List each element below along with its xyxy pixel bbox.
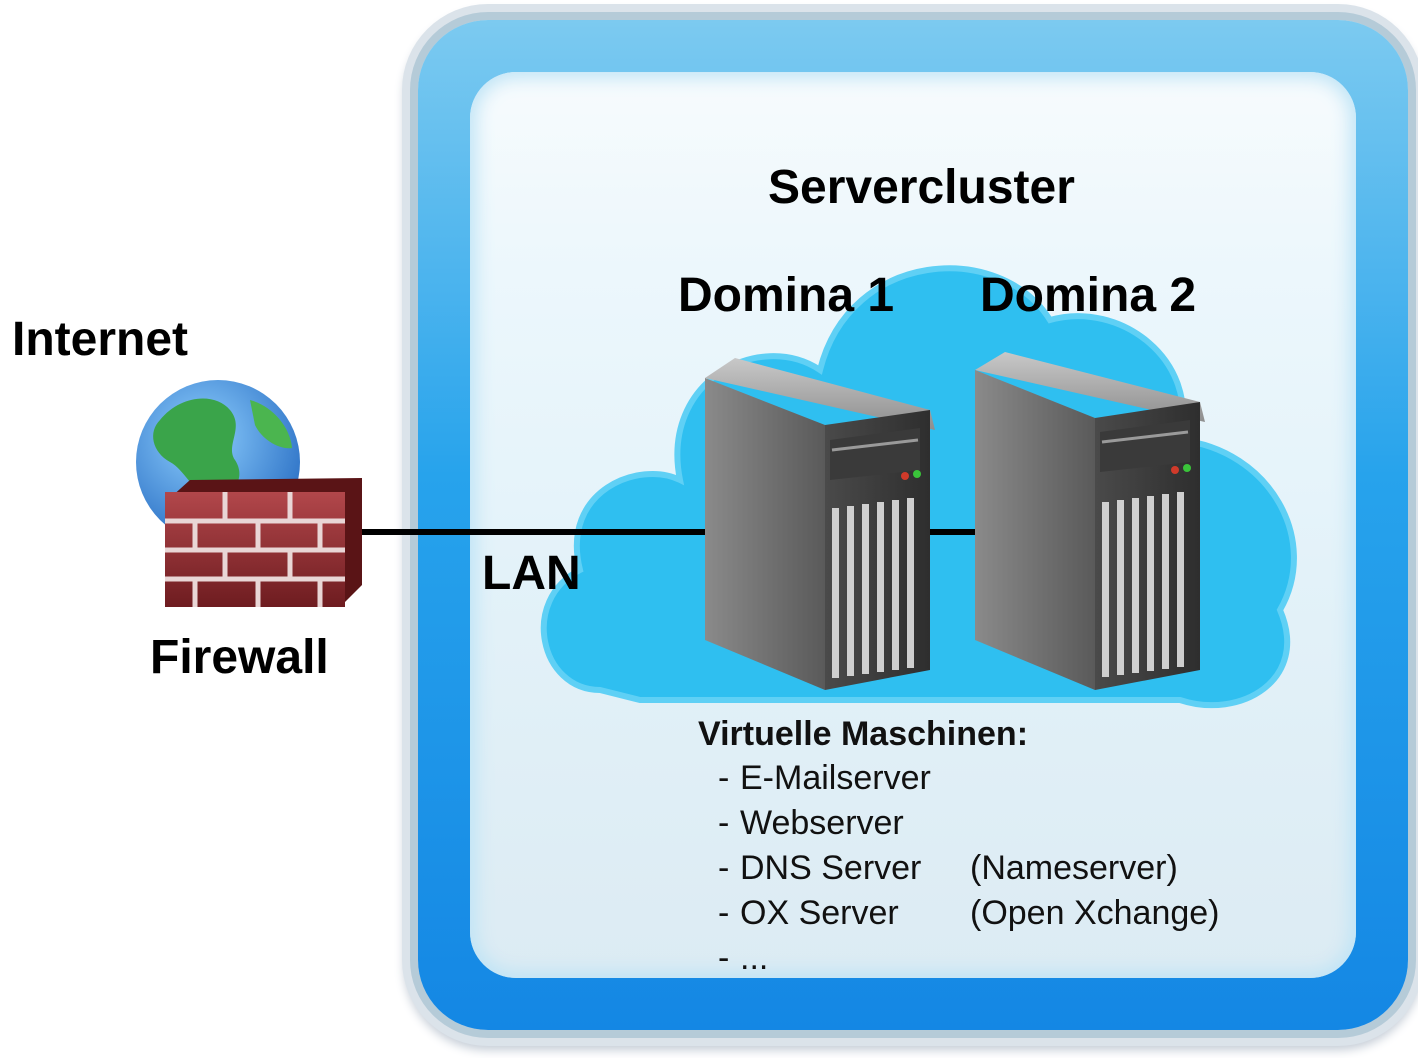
list-item: - Webserver (718, 801, 1220, 846)
vm-name: Webserver (740, 804, 904, 842)
list-item: - DNS Server (Nameserver) (718, 846, 1220, 891)
server-icon (705, 358, 935, 690)
list-bullet: - (718, 804, 730, 842)
firewall-icon (165, 478, 362, 607)
list-bullet: - (718, 759, 730, 797)
vm-name: OX Server (740, 894, 899, 932)
vm-name: ... (740, 939, 769, 977)
list-bullet: - (718, 894, 730, 932)
vm-note: (Nameserver) (970, 849, 1178, 887)
firewall-label: Firewall (150, 631, 329, 684)
servercluster-title: Servercluster (768, 161, 1075, 214)
vm-name: E-Mailserver (740, 759, 931, 797)
virtual-machines-list: - E-Mailserver - Webserver - DNS Server … (698, 756, 1220, 981)
server-icon (975, 352, 1205, 690)
lan-label: LAN (482, 547, 581, 600)
domina2-label: Domina 2 (980, 269, 1197, 322)
list-item: - OX Server (Open Xchange) (718, 891, 1220, 936)
vm-note: (Open Xchange) (970, 894, 1220, 932)
vm-name: DNS Server (740, 849, 922, 887)
domina1-label: Domina 1 (678, 269, 895, 322)
list-item: - ... (718, 936, 1220, 981)
list-item: - E-Mailserver (718, 756, 1220, 801)
list-bullet: - (718, 849, 730, 887)
virtual-machines-heading: Virtuelle Maschinen: (698, 715, 1029, 753)
internet-label: Internet (12, 313, 189, 366)
list-bullet: - (718, 939, 730, 977)
virtual-machines-block: Virtuelle Maschinen: - E-Mailserver - We… (698, 712, 1220, 981)
